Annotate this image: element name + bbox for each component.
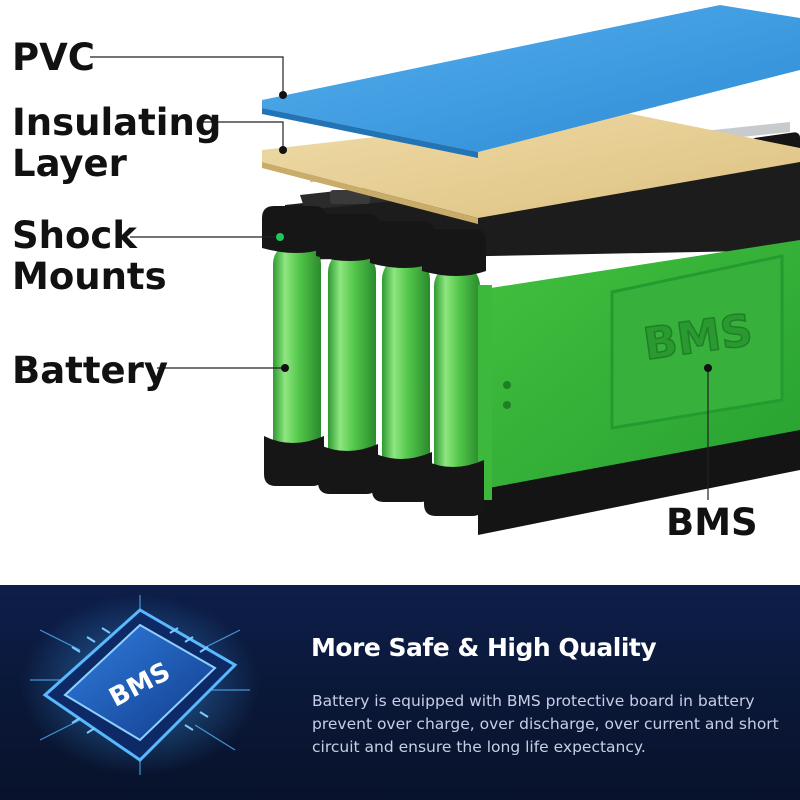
battery-pack-illustration: BMS [90,5,800,535]
bms-side-panel: BMS [478,132,800,535]
label-battery: Battery [12,349,169,392]
leader-lines [90,56,709,500]
leader-dots [276,91,712,372]
battery-layers-diagram: BMS [12,5,800,544]
label-shock-line1: Shock [12,214,137,257]
feature-title: More Safe & High Quality [311,633,657,662]
shock-mount-holders-top [262,206,486,276]
pvc-sheet [262,5,800,152]
battery-cells [273,242,492,500]
feature-description: Battery is equipped with BMS protective … [312,692,779,756]
label-shock-line2: Mounts [12,255,167,298]
label-bms: BMS [666,501,758,544]
shock-mount-holders-bottom [264,436,484,516]
bms-chip-icon: BMS [20,595,260,775]
label-insulating-line2: Layer [12,142,127,185]
label-insulating-line1: Insulating [12,101,222,144]
label-pvc: PVC [12,36,95,79]
